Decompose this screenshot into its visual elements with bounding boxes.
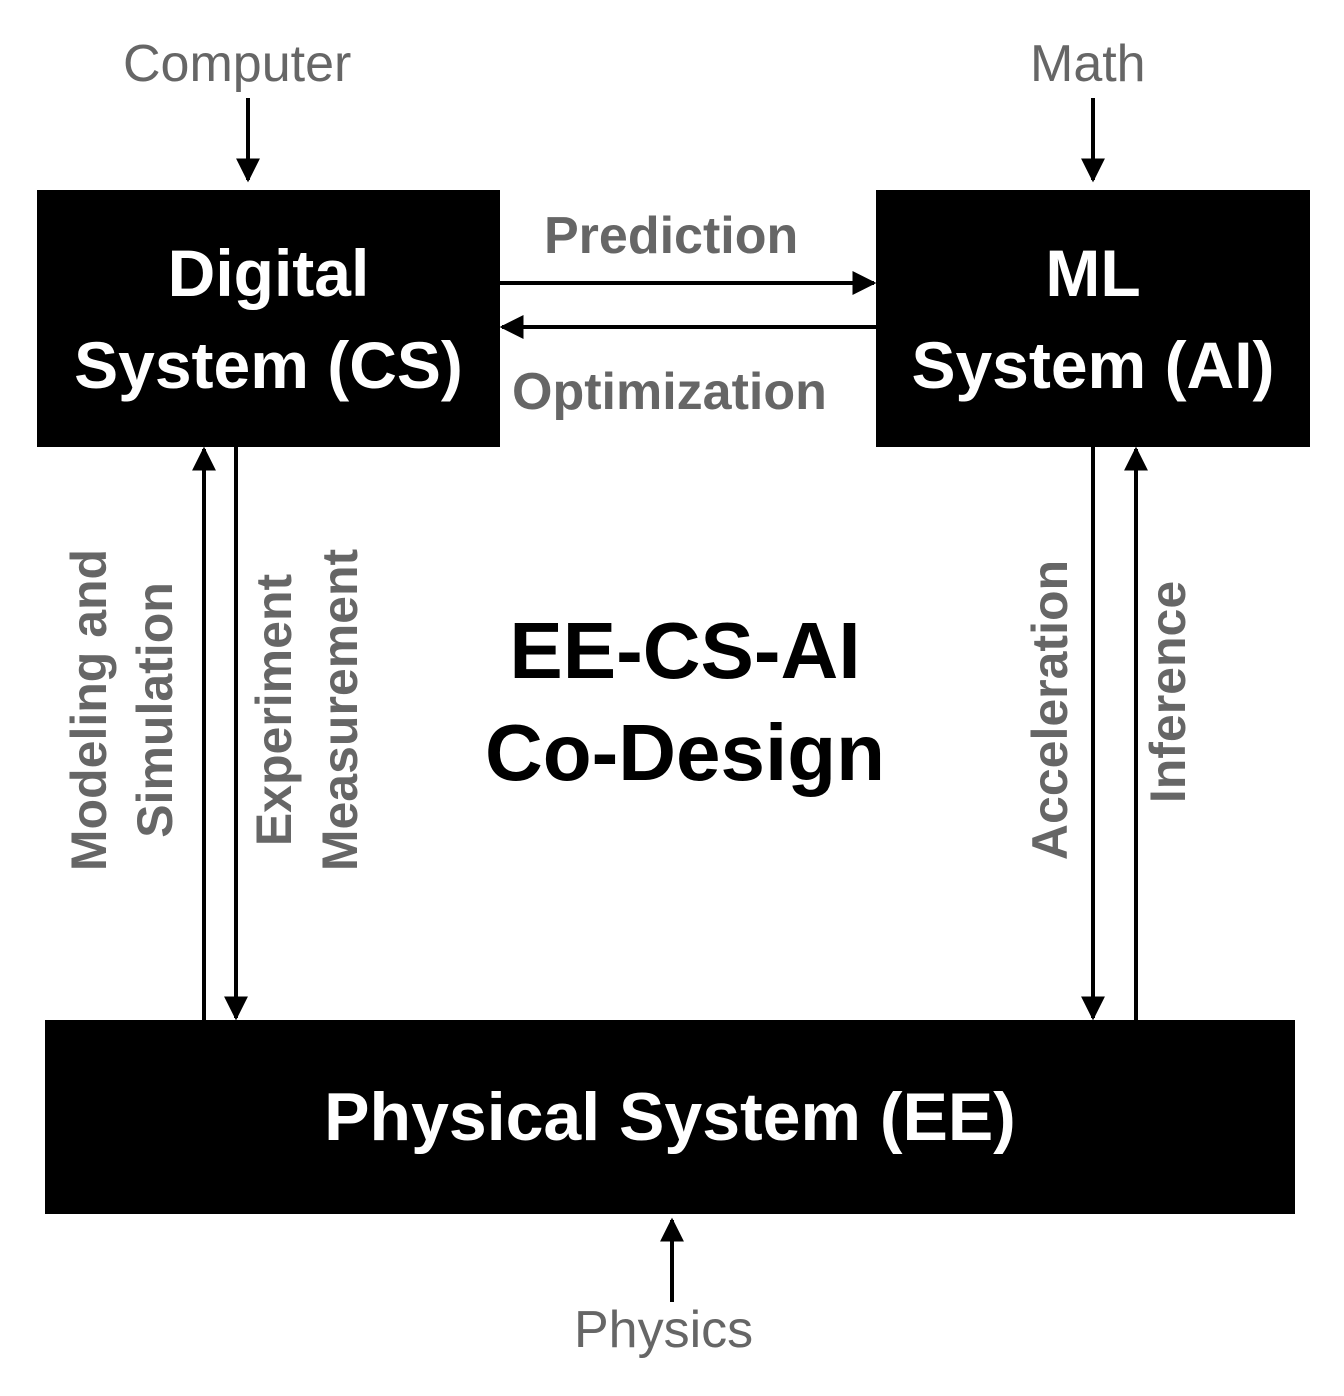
experiment-measurement-label: Experiment Measurement: [241, 549, 373, 871]
physical-system-box: Physical System (EE): [45, 1020, 1295, 1214]
modeling-line2: Simulation: [127, 582, 183, 838]
physical-system-label: Physical System (EE): [324, 1079, 1016, 1155]
digital-system-line2: System (CS): [74, 327, 463, 402]
inference-label: Inference: [1140, 580, 1196, 804]
physics-label: Physics: [574, 1301, 754, 1359]
digital-system-box: Digital System (CS): [37, 190, 500, 447]
ml-system-line2: System (AI): [911, 327, 1275, 402]
co-design-title: EE-CS-AI Co-Design: [380, 600, 990, 804]
computer-label: Computer: [123, 35, 352, 93]
experiment-line1: Experiment: [246, 573, 302, 847]
digital-system-line1: Digital: [167, 235, 370, 310]
modeling-simulation-label: Modeling and Simulation: [56, 549, 188, 871]
experiment-line2: Measurement: [312, 548, 368, 872]
acceleration-label: Acceleration: [1022, 559, 1078, 861]
co-design-line2: Co-Design: [485, 708, 885, 797]
ml-system-box: ML System (AI): [876, 190, 1310, 447]
optimization-label: Optimization: [512, 363, 827, 421]
co-design-line1: EE-CS-AI: [509, 606, 861, 695]
prediction-label: Prediction: [544, 207, 799, 265]
modeling-line1: Modeling and: [61, 548, 117, 872]
math-label: Math: [1030, 35, 1146, 93]
ml-system-line1: ML: [1045, 235, 1141, 310]
